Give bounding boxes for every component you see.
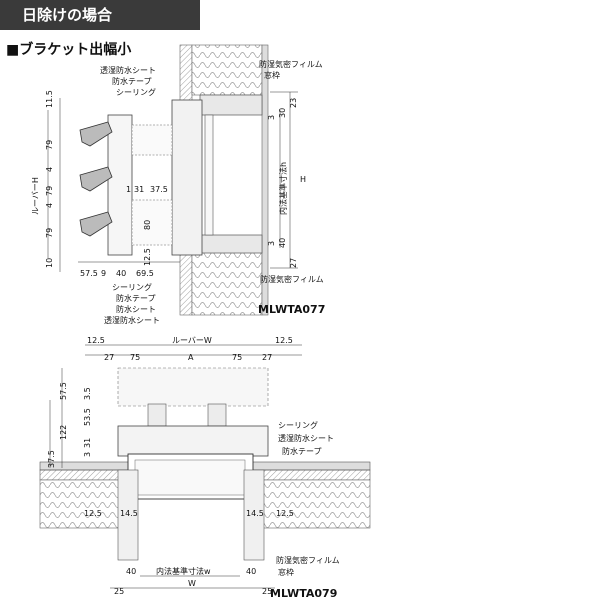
dim-top-3: A (188, 353, 194, 362)
dim-left-2: 4 (45, 167, 54, 172)
lower-labels: 12.5 27 75 A 75 27 12.5 ルーバーW 57.5 3.5 5… (47, 336, 340, 600)
dim-right-4: 3 (267, 241, 276, 246)
label-tohshitsu-bot: 透湿防水シート (104, 315, 160, 325)
header-title: 日除けの場合 (22, 6, 113, 24)
dim-lower-left-0: 57.5 (59, 382, 68, 400)
model-code-upper: MLWTA077 (258, 303, 325, 316)
upper-drawing (47, 44, 298, 316)
dim-mid-0: 1 (126, 185, 131, 194)
section-title: ■ブラケット出幅小 (6, 42, 132, 58)
dim-lower-left-5: 3 (83, 452, 92, 457)
label-louver-w: ルーバーW (172, 336, 212, 345)
dim-left-1: 79 (45, 140, 54, 150)
dim-right-1: 30 (278, 108, 287, 118)
dim-125-lower-0: 12.5 (84, 509, 102, 518)
label-bousui-sheet-bot: 防水シート (116, 304, 156, 314)
dim-right-3: 40 (278, 238, 287, 248)
label-louver-h: ルーバーH (31, 177, 40, 215)
dim-125-upper: 12.5 (143, 248, 152, 266)
dim-left-3: 79 (45, 186, 54, 196)
dim-left-4: 4 (45, 203, 54, 208)
dim-top-4: 75 (232, 353, 242, 362)
label-bousui-tape-bot: 防水テープ (116, 293, 156, 303)
dim-left-6: 10 (45, 258, 54, 268)
dim-top-0: 12.5 (87, 336, 105, 345)
dim-top-5: 27 (262, 353, 272, 362)
dim-lower-left-1: 3.5 (83, 387, 92, 400)
dim-right-2: 23 (289, 98, 298, 108)
dim-lower-left-6: 37.5 (47, 450, 56, 468)
dim-bottom-1: 9 (101, 269, 106, 278)
dim-lower-bottom-1: 25 (114, 587, 124, 596)
dim-lower-left-3: 31 (83, 438, 92, 448)
page-header: 日除けの場合 (0, 0, 200, 30)
dim-145-lower-2: 14.5 (246, 509, 264, 518)
dim-left-5: 79 (45, 228, 54, 238)
dim-bottom-0: 57.5 (80, 269, 98, 278)
label-boushitsu-top: 防湿気密フィルム (259, 59, 323, 69)
label-sealing-lower: シーリング (278, 420, 318, 430)
dim-lower-left-4: 122 (59, 425, 68, 440)
dim-bottom-2: 40 (116, 269, 126, 278)
label-madowaku-top: 窓枠 (264, 70, 280, 80)
dim-top-2: 75 (130, 353, 140, 362)
dim-mid-1: 31 (134, 185, 144, 194)
label-boushitsu-lower: 防湿気密フィルム (276, 555, 340, 565)
dim-lower-bottom-3: 25 (262, 587, 272, 596)
label-W: W (188, 579, 196, 588)
dim-right-5: 27 (289, 258, 298, 268)
dim-lower-bottom-2: 40 (246, 567, 256, 576)
dim-top-6: 12.5 (275, 336, 293, 345)
dim-125-lower-3: 12.5 (276, 509, 294, 518)
label-sealing-bot: シーリング (112, 282, 152, 292)
dim-bottom-3: 69.5 (136, 269, 154, 278)
label-inner-h: 内法基準寸法h (278, 162, 288, 215)
label-sealing-top: シーリング (116, 87, 156, 97)
label-bousui-tape-lower: 防水テープ (282, 446, 322, 456)
label-madowaku-lower: 窓枠 (278, 567, 294, 577)
dim-80-upper: 80 (143, 220, 152, 230)
dim-lower-bottom-0: 40 (126, 567, 136, 576)
dim-top-1: 27 (104, 353, 114, 362)
label-tohshitsu-lower: 透湿防水シート (278, 433, 334, 443)
dim-mid-2: 37.5 (150, 185, 168, 194)
lower-drawing (39, 344, 371, 589)
label-bousui-tape-top: 防水テープ (112, 76, 152, 86)
label-inner-w: 内法基準寸法w (156, 566, 211, 576)
upper-labels: 透湿防水シート 防水テープ シーリング 防湿気密フィルム 窓枠 シーリング 防水… (31, 59, 325, 325)
label-boushitsu-bot: 防湿気密フィルム (260, 274, 324, 284)
label-H: H (300, 175, 306, 184)
dim-145-lower-1: 14.5 (120, 509, 138, 518)
label-tohshitsu-top: 透湿防水シート (100, 65, 156, 75)
dim-right-0: 3 (267, 115, 276, 120)
model-code-lower: MLWTA079 (270, 587, 337, 600)
dim-lower-left-2: 53.5 (83, 408, 92, 426)
dim-left-0: 11.5 (45, 90, 54, 108)
